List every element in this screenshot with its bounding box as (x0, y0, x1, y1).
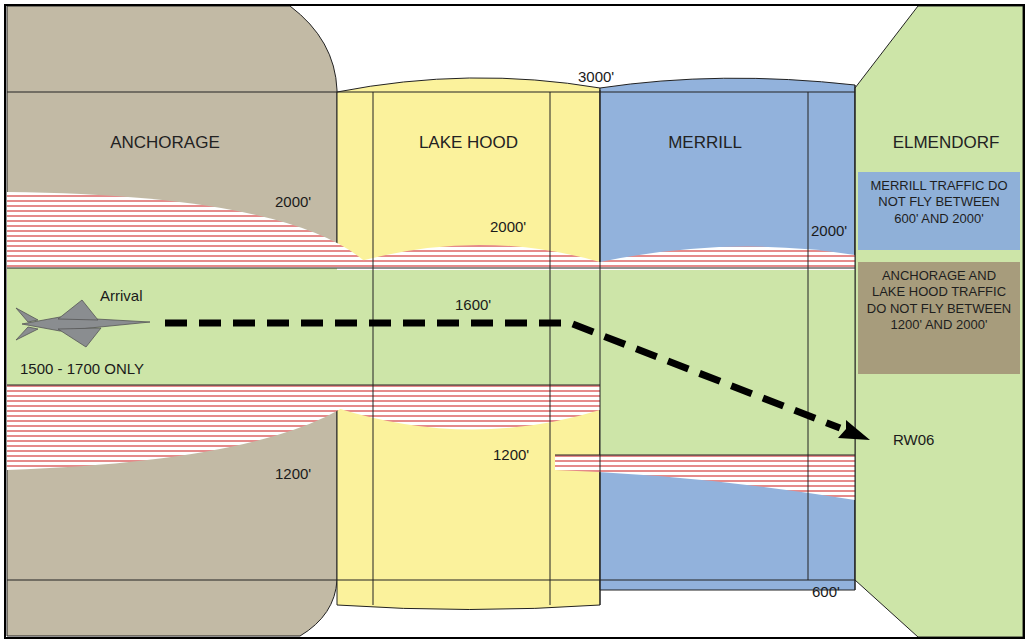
note-text: MERRILL TRAFFIC DO NOT FLY BETWEEN 600' … (866, 178, 1012, 227)
hatched-floor (337, 245, 600, 270)
frame-line (550, 92, 551, 605)
restriction-note: MERRILL TRAFFIC DO NOT FLY BETWEEN 600' … (858, 172, 1020, 250)
altitude-label: 2000' (490, 218, 526, 235)
airspace-region: ELMENDORF MERRILL TRAFFIC DO NOT FLY BETW… (855, 6, 1023, 637)
route-label: RW06 (893, 431, 934, 448)
arrival-arrowhead (838, 420, 870, 440)
region-name: LAKE HOOD (337, 133, 600, 153)
altitude-label: 1200' (493, 446, 529, 463)
elmendorf-airspace (855, 6, 1023, 637)
frame-line (7, 268, 855, 269)
region-name: MERRILL (600, 133, 810, 153)
region-name: ELMENDORF (869, 133, 1023, 153)
hatched-floor (7, 385, 372, 470)
route-label: 1500 - 1700 ONLY (20, 360, 144, 377)
route-label: Arrival (100, 287, 143, 304)
restriction-note: ANCHORAGE AND LAKE HOOD TRAFFIC DO NOT F… (858, 262, 1020, 374)
jet-wing (58, 328, 101, 347)
note-text: ANCHORAGE AND LAKE HOOD TRAFFIC DO NOT F… (866, 268, 1012, 333)
jet-tail (16, 308, 38, 322)
jet-tail (16, 327, 38, 340)
jet-wing (58, 300, 98, 320)
altitude-label: 1600' (455, 296, 491, 313)
hatched-floor (337, 385, 600, 430)
altitude-label: 3000' (578, 68, 614, 85)
altitude-label: 600' (812, 583, 840, 600)
altitude-label: 2000' (275, 193, 311, 210)
altitude-label: 1200' (275, 465, 311, 482)
airspace-region: LAKE HOOD (337, 6, 600, 636)
frame-line (373, 92, 374, 605)
frame-line (7, 385, 600, 386)
hatched-floor (600, 246, 855, 270)
altitude-label: 2000' (811, 222, 847, 239)
frame-line (7, 580, 855, 581)
hatched-floor (7, 192, 372, 268)
airspace-region: MERRILL (600, 6, 810, 636)
region-name: ANCHORAGE (7, 133, 323, 153)
frame-lines (7, 85, 855, 605)
figure-border (5, 5, 1024, 638)
merrill-airspace (600, 78, 855, 590)
arrival-path (165, 323, 840, 428)
frame-line (7, 92, 855, 93)
merrill-corridor (600, 268, 855, 458)
airspace-region: ANCHORAGE (7, 6, 323, 636)
frame-line (600, 90, 601, 605)
frame-line (855, 85, 856, 590)
jet-aircraft (16, 300, 150, 347)
frame-line (808, 92, 809, 580)
